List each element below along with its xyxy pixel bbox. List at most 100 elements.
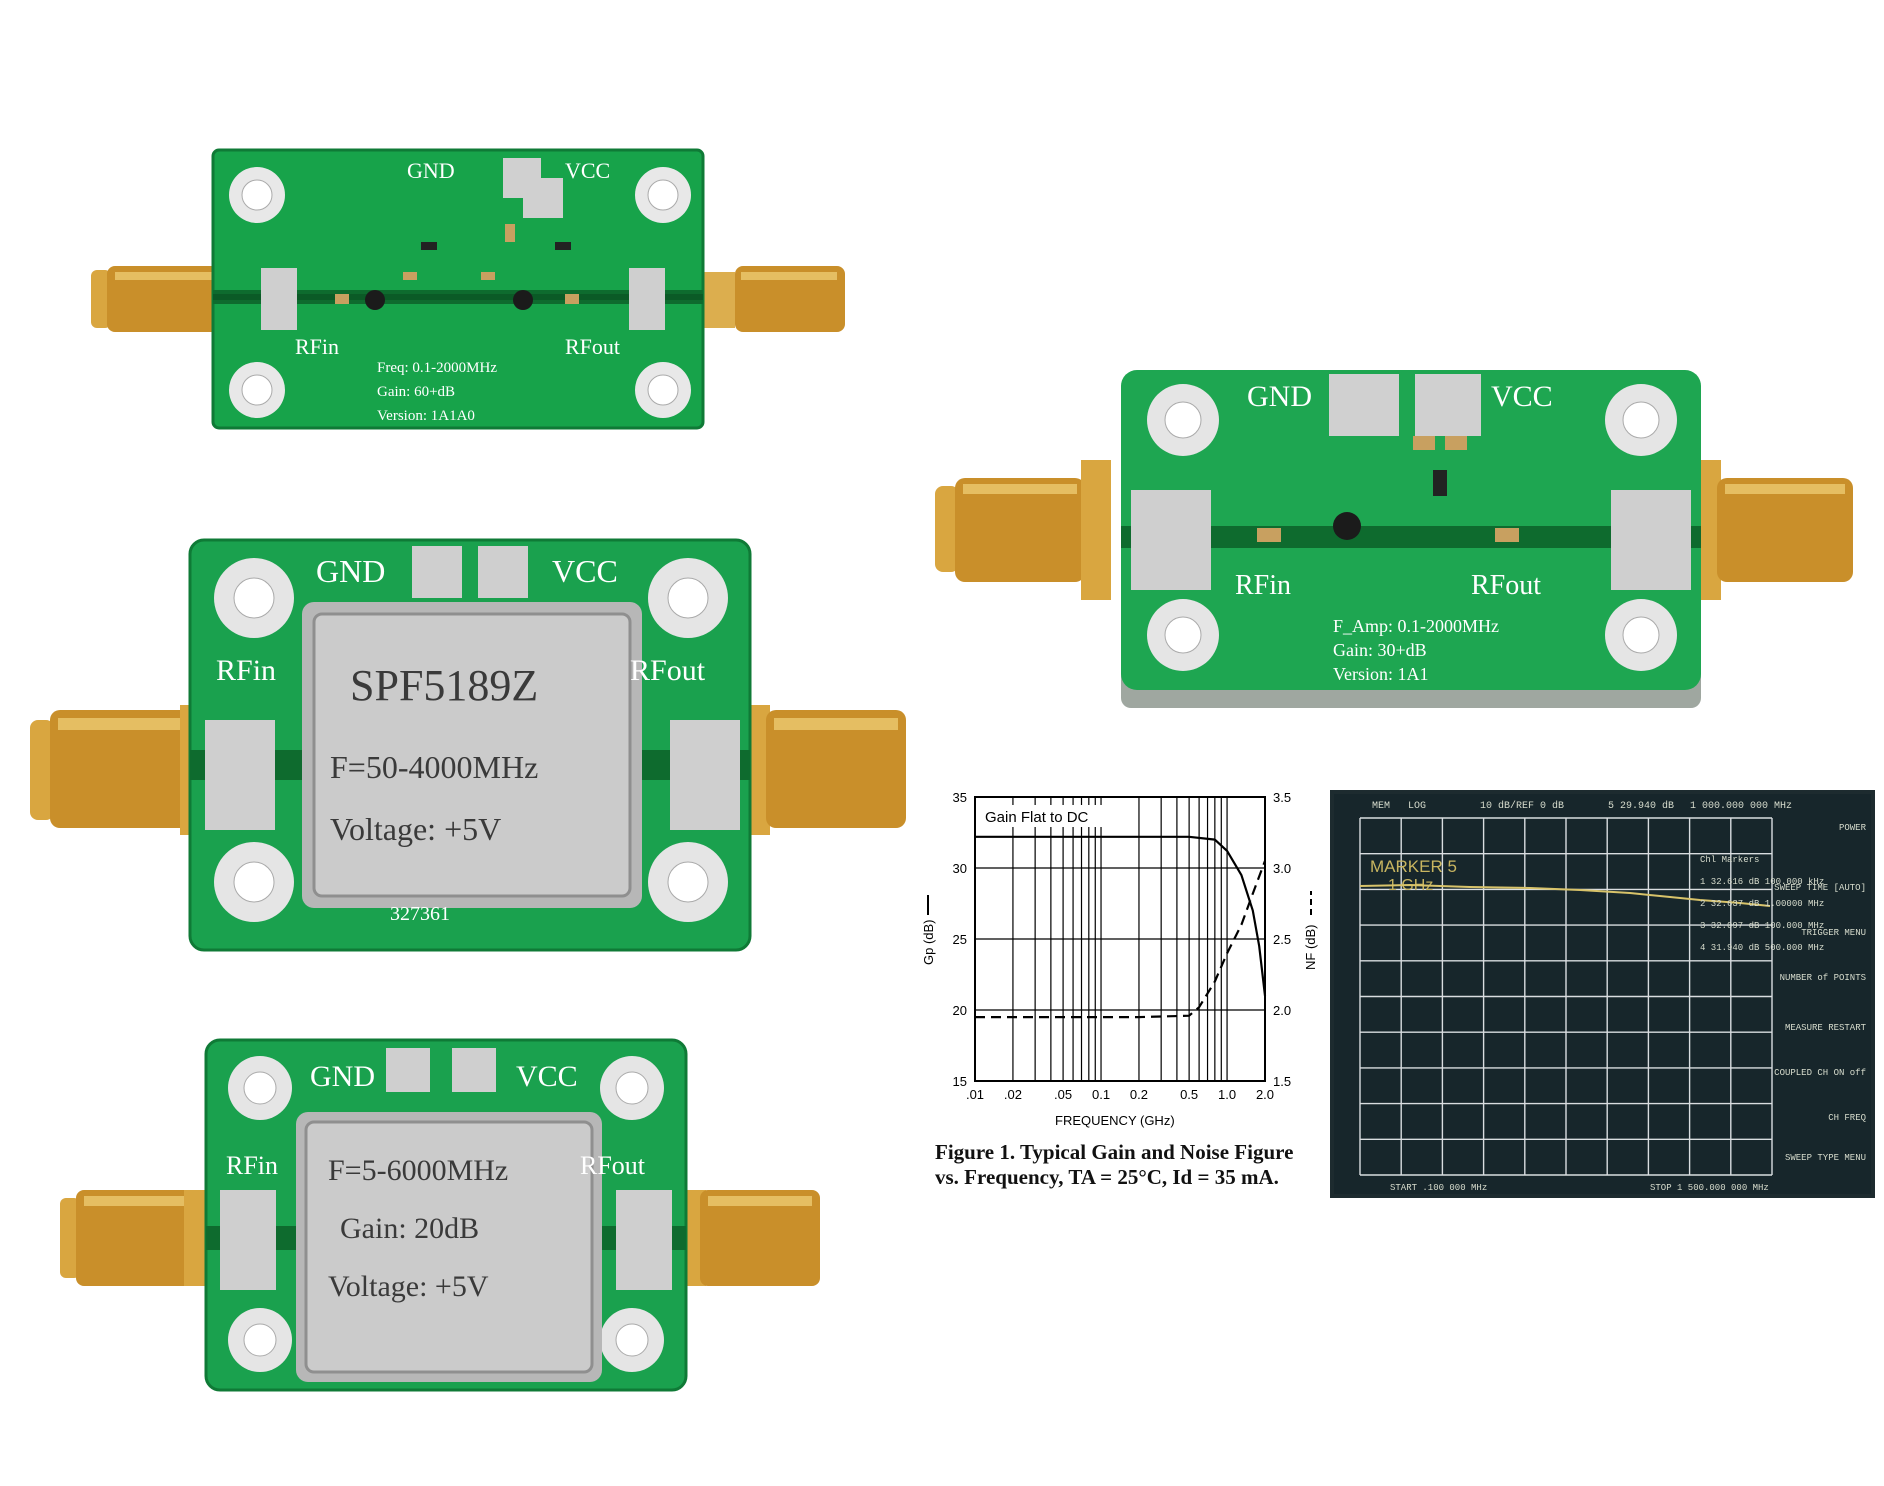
- rfin-label: RFin: [1235, 570, 1291, 601]
- figure-caption-line2: vs. Frequency, TA = 25°C, Id = 35 mA.: [935, 1165, 1279, 1189]
- x-axis-label: FREQUENCY (GHz): [1055, 1113, 1175, 1128]
- scope-stop-label: STOP 1 500.000 000 MHz: [1650, 1183, 1769, 1193]
- scope-start-label: START .100 000 MHz: [1390, 1183, 1487, 1193]
- voltage-label: Voltage: +5V: [330, 811, 501, 847]
- scope-marker-readout: 3 32.097 dB 100.000 MHz: [1700, 921, 1824, 931]
- scope-softkey-label: NUMBER of POINTS: [1780, 973, 1866, 983]
- mounting-hole: [635, 167, 691, 223]
- version-label: Version: 1A1A0: [377, 408, 475, 424]
- vcc-label: VCC: [1491, 380, 1553, 413]
- figure-caption-line1: Figure 1. Typical Gain and Noise Figure: [935, 1140, 1294, 1164]
- amplifier-board-6000mhz: F=5-6000MHz Gain: 20dB Voltage: +5V GND …: [60, 1038, 820, 1392]
- scope-softkey-label: SWEEP TIME [AUTO]: [1774, 883, 1866, 893]
- marker-label: MARKER 5: [1370, 857, 1457, 876]
- sma-connector-right: [1691, 460, 1853, 600]
- network-analyzer-screen: MEM LOG 10 dB/REF 0 dB 5 29.940 dB 1 000…: [1330, 790, 1875, 1198]
- rfin-label: RFin: [226, 1151, 278, 1180]
- y-right-tick-label: 3.0: [1273, 861, 1291, 876]
- y-right-tick-label: 1.5: [1273, 1074, 1291, 1089]
- y-right-tick-label: 2.0: [1273, 1003, 1291, 1018]
- gnd-label: GND: [316, 553, 385, 589]
- mounting-hole: [228, 1056, 292, 1120]
- rfout-label: RFout: [1471, 570, 1541, 601]
- gain-label: Gain: 20dB: [340, 1212, 479, 1245]
- chip-label: SPF5189Z: [350, 661, 538, 710]
- x-tick-label: 0.2: [1130, 1087, 1148, 1102]
- version-label: Version: 1A1: [1333, 664, 1429, 684]
- scope-softkey-label: COUPLED CH ON off: [1774, 1068, 1866, 1078]
- mounting-hole: [214, 558, 294, 638]
- scope-marker-readout: 1 32.616 dB 100.000 kHz: [1700, 877, 1824, 887]
- scope-marker-readout: Chl Markers: [1700, 855, 1759, 865]
- scope-marker-readout: 4 31.940 dB 500.000 MHz: [1700, 943, 1824, 953]
- gnd-label: GND: [1247, 380, 1312, 413]
- freq-label: F_Amp: 0.1-2000MHz: [1333, 616, 1499, 636]
- mounting-hole: [228, 1308, 292, 1372]
- gnd-label: GND: [310, 1060, 375, 1093]
- pcb: [213, 150, 703, 428]
- sma-connector-left: [60, 1190, 210, 1286]
- x-tick-label: .02: [1004, 1087, 1022, 1102]
- noise-figure-series-line: [975, 860, 1267, 1019]
- amplifier-board-spf5189z: SPF5189Z F=50-4000MHz Voltage: +5V GND V…: [30, 538, 906, 952]
- serial-label: 327361: [390, 903, 450, 925]
- x-tick-label: 1.0: [1218, 1087, 1236, 1102]
- y-left-tick-label: 30: [953, 861, 967, 876]
- mounting-hole: [1605, 599, 1677, 671]
- vcc-label: VCC: [552, 553, 618, 589]
- scope-marker-readout: 2 32.637 dB 1.00000 MHz: [1700, 899, 1824, 909]
- mounting-hole: [1147, 384, 1219, 456]
- scope-top-marker: 5 29.940 dB: [1608, 800, 1674, 812]
- y-right-tick-label: 3.5: [1273, 790, 1291, 805]
- scope-softkey-label: SWEEP TYPE MENU: [1785, 1153, 1866, 1163]
- freq-label: F=50-4000MHz: [330, 749, 538, 785]
- vcc-label: VCC: [516, 1060, 578, 1093]
- x-tick-label: .01: [966, 1087, 984, 1102]
- chart-annotation: Gain Flat to DC: [985, 809, 1089, 826]
- rfin-label: RFin: [295, 334, 339, 359]
- freq-label: Freq: 0.1-2000MHz: [377, 360, 497, 376]
- gnd-label: GND: [407, 158, 455, 183]
- rfout-label: RFout: [565, 334, 620, 359]
- freq-label: F=5-6000MHz: [328, 1154, 508, 1187]
- rfout-label: RFout: [630, 654, 706, 687]
- mounting-hole: [229, 362, 285, 418]
- sma-connector-right: [680, 1190, 820, 1286]
- voltage-label: Voltage: +5V: [328, 1270, 489, 1303]
- rfout-label: RFout: [580, 1151, 646, 1180]
- plot-frame: [974, 796, 1266, 1082]
- scope-softkey-label: CH FREQ: [1828, 1113, 1866, 1123]
- rfin-label: RFin: [216, 654, 276, 687]
- scope-top-freq: 1 000.000 000 MHz: [1690, 801, 1792, 812]
- gain-series-line: [975, 835, 1267, 996]
- y-left-tick-label: 20: [953, 1003, 967, 1018]
- amplifier-board-30db: GND VCC RFin RFout F_Amp: 0.1-2000MHz Ga…: [935, 370, 1853, 708]
- figure-caption: Figure 1. Typical Gain and Noise Figure …: [935, 1140, 1335, 1190]
- mounting-hole: [1147, 599, 1219, 671]
- sma-connector-left: [30, 705, 210, 835]
- scope-softkey-label: MEASURE RESTART: [1785, 1023, 1867, 1033]
- gain-label: Gain: 30+dB: [1333, 640, 1427, 660]
- mounting-hole: [229, 167, 285, 223]
- y-axis-right-label: NF (dB): [1303, 925, 1318, 971]
- scope-softkey-label: TRIGGER MENU: [1801, 928, 1866, 938]
- mounting-hole: [600, 1308, 664, 1372]
- x-tick-label: 0.5: [1180, 1087, 1198, 1102]
- scope-scale: 10 dB/REF 0 dB: [1480, 800, 1564, 812]
- scope-softkey-label: POWER: [1839, 823, 1867, 833]
- y-axis-left-label: Gp (dB): [921, 919, 936, 965]
- vcc-label: VCC: [565, 158, 610, 183]
- y-left-tick-label: 35: [953, 790, 967, 805]
- y-left-tick-label: 15: [953, 1074, 967, 1089]
- measurement-trace: [1359, 883, 1771, 907]
- scope-mem-label: MEM: [1372, 801, 1390, 812]
- scope-log-label: LOG: [1408, 801, 1426, 812]
- sma-connector-right: [740, 705, 906, 835]
- x-tick-label: .05: [1054, 1087, 1072, 1102]
- mounting-hole: [648, 842, 728, 922]
- y-left-tick-label: 25: [953, 932, 967, 947]
- sma-connector-right: [675, 266, 845, 332]
- amplifier-board-60db: GND VCC RFin RFout Freq: 0.1-2000MHz Gai…: [91, 148, 845, 430]
- sma-connector-left: [935, 460, 1111, 600]
